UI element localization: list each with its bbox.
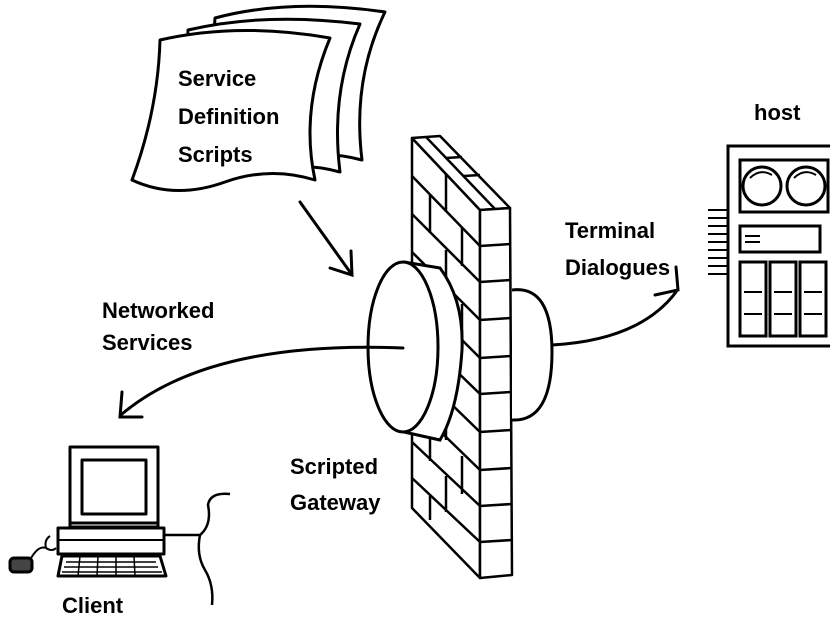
terminal-label-line2: Dialogues (565, 255, 670, 280)
script-page-front (130, 29, 332, 192)
networked-label-line2: Services (102, 330, 193, 355)
scripts-stack-icon (130, 4, 387, 192)
scripts-label-line1: Service (178, 66, 256, 91)
host-label: host (754, 100, 801, 125)
gateway-to-host-arrow (550, 265, 680, 347)
networked-label-line1: Networked (102, 298, 214, 323)
scripts-label-line3: Scripts (178, 142, 253, 167)
terminal-label-line1: Terminal (565, 218, 655, 243)
gateway-label-line2: Gateway (290, 490, 381, 515)
client-label: Client (62, 593, 124, 618)
gateway-cylinder (366, 260, 554, 442)
scripts-label-line2: Definition (178, 104, 279, 129)
client-computer-icon (8, 445, 231, 606)
firewall-wall (410, 134, 514, 580)
gateway-to-client-arrow (118, 345, 405, 419)
host-computer-icon (708, 144, 830, 348)
scripts-to-gateway-arrow (298, 200, 354, 278)
gateway-label-line1: Scripted (290, 454, 378, 479)
gateway-right-cap (511, 288, 554, 422)
